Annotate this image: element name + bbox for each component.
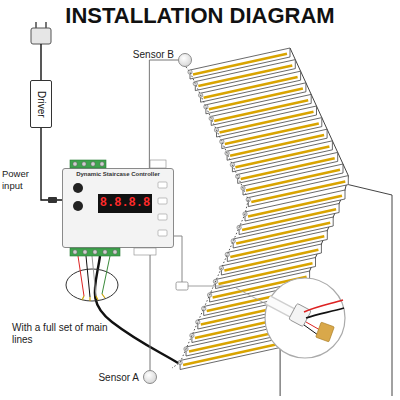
main-line <box>78 256 84 296</box>
solder-pad <box>316 322 335 342</box>
pir-lead <box>188 286 230 287</box>
motion-sensor: Sensor B <box>178 53 192 67</box>
red-lead <box>306 322 320 330</box>
motion-sensor: Sensor A <box>143 370 157 384</box>
pir-connector <box>176 282 188 290</box>
lower-stair-flight <box>178 190 345 370</box>
connector-wire <box>149 60 178 168</box>
main-line <box>86 256 90 297</box>
setting-buttons <box>158 182 167 236</box>
main-lines-ring <box>66 269 118 301</box>
led-display <box>98 194 152 213</box>
stair-wall <box>348 185 392 396</box>
main-line <box>102 256 110 294</box>
connector-wire <box>150 248 151 370</box>
plug-prongs <box>36 22 46 28</box>
title: INSTALLATION DIAGRAM <box>0 3 400 29</box>
adjust-knob <box>73 201 83 211</box>
power-plug <box>31 28 51 44</box>
adjust-knob <box>73 183 83 193</box>
zoom-circle <box>265 278 345 358</box>
power-cable <box>40 44 41 80</box>
node-text: Driver <box>36 91 47 118</box>
black-lead <box>304 325 318 335</box>
sensor-port <box>150 160 166 168</box>
sensor-port <box>134 248 156 255</box>
terminal-block <box>70 248 120 256</box>
node-text: Sensor A <box>98 372 139 383</box>
terminal-screws <box>73 250 117 254</box>
barrel-connector <box>48 197 57 203</box>
power-driver: Driver <box>30 80 52 128</box>
node-text: Dynamic Staircase Controller <box>63 171 173 178</box>
upper-stair-flight <box>188 48 348 207</box>
note-text: With a full set of main lines <box>12 322 120 346</box>
node-text: Sensor B <box>133 49 174 60</box>
connector-wire <box>41 128 62 200</box>
terminal-block <box>70 160 106 168</box>
wire-tips <box>82 294 105 301</box>
zoom-leader <box>236 288 268 305</box>
main-line <box>92 256 96 296</box>
terminal-screws <box>73 162 104 166</box>
pir-wire <box>174 236 182 282</box>
port-label: Power input <box>2 168 38 191</box>
black-wire <box>306 308 344 318</box>
stair-step <box>178 339 280 370</box>
step-wire-chain <box>172 67 248 368</box>
display-readout: 8.8.8.8 <box>98 196 152 210</box>
